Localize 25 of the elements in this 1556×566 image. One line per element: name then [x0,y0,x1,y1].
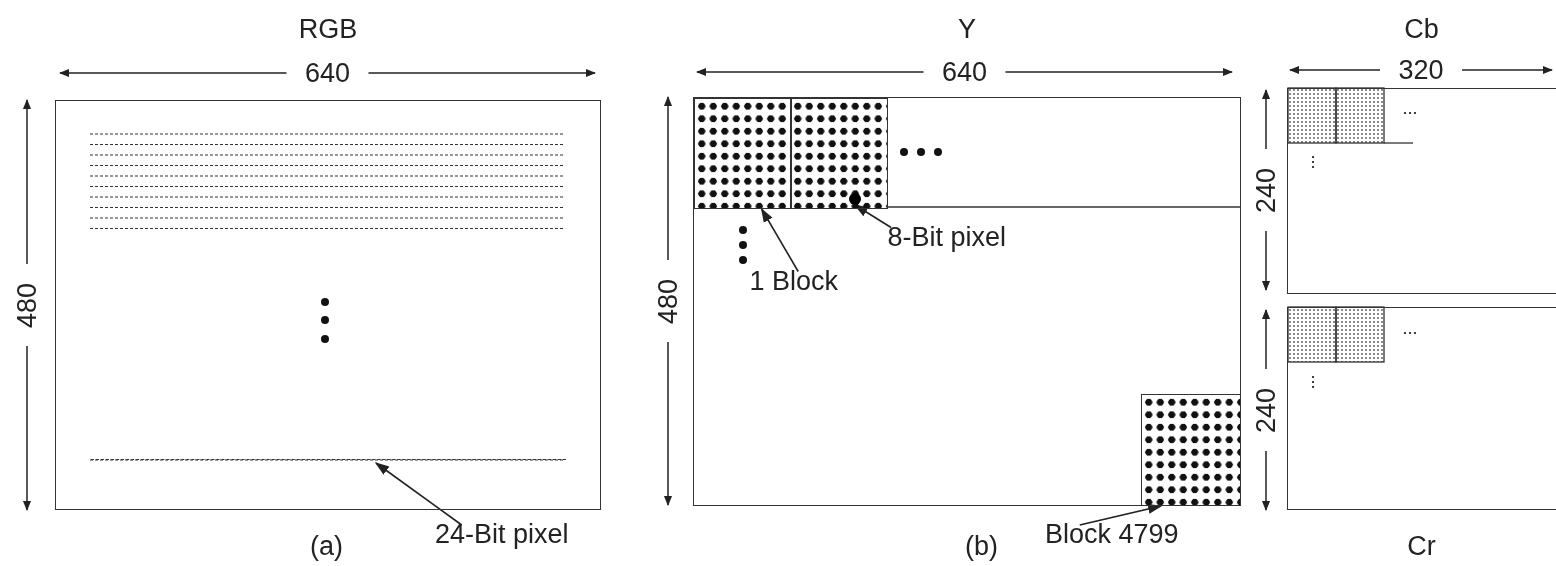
pixel-block [1141,394,1241,506]
leader-line [374,462,463,526]
dimension-label: 480 [13,282,41,328]
leader-line [1078,504,1163,526]
dimension-label: 480 [654,278,682,324]
dimension-label: 240 [1252,167,1280,213]
pixel-block [694,98,792,209]
pixel-block [790,98,888,209]
component-heading: Y [957,16,977,43]
panel-caption: (b) [965,533,998,560]
callout-label: 8-Bit pixel [887,223,1007,251]
component-heading: RGB [297,16,359,43]
leader-line [760,207,799,273]
callout-label: 24-Bit pixel [435,521,569,548]
callout-label: Block 4799 [1045,521,1179,548]
component-heading: Cr [1406,533,1437,560]
panel-caption: (a) [310,533,343,560]
pixel-row [91,459,566,463]
component-heading: Cb [1403,16,1440,43]
dimension-label: 240 [1252,387,1280,433]
dimension-label: 320 [1398,56,1444,84]
callout-label: 1 Block [749,267,839,295]
pixel-dot [849,193,861,205]
dimension-label: 640 [305,59,351,87]
dimension-label: 640 [942,58,988,86]
